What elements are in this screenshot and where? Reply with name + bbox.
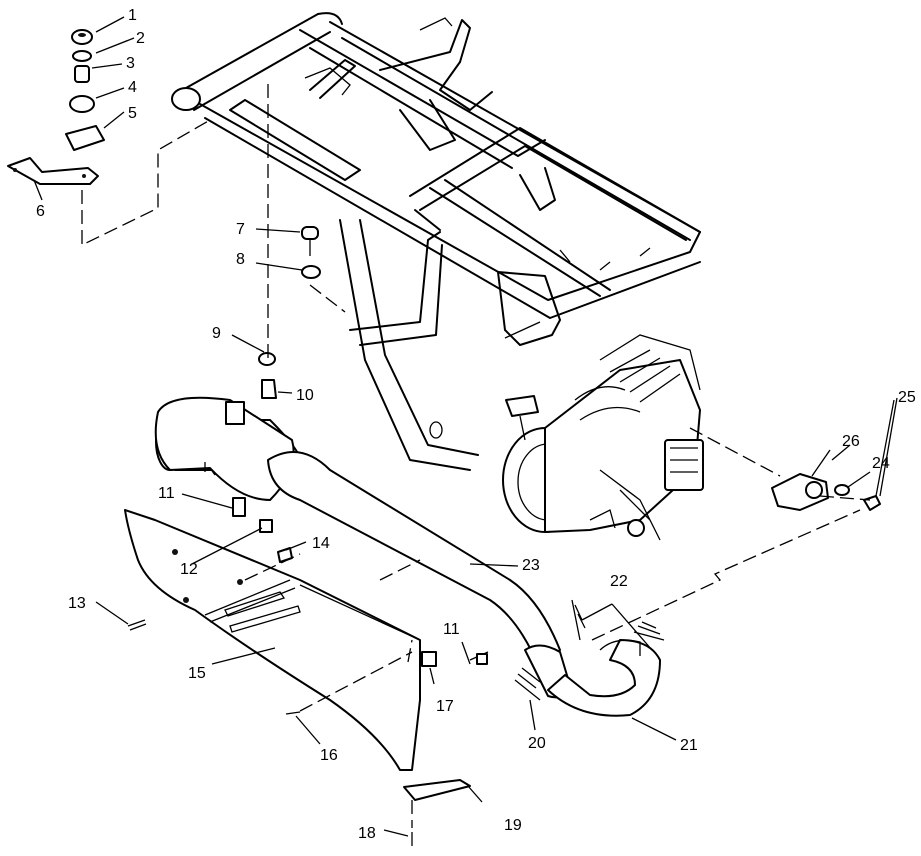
exhaust-flange-parts	[771, 473, 881, 511]
head-pipe	[267, 451, 661, 717]
callout-3: 3	[126, 55, 135, 72]
callout-6: 6	[36, 203, 45, 220]
callout-10: 10	[296, 387, 314, 404]
heat-shield	[124, 509, 421, 771]
callout-24: 24	[872, 455, 890, 472]
callout-14: 14	[312, 535, 330, 552]
callout-18: 18	[358, 825, 376, 842]
callout-12: 12	[180, 561, 198, 578]
callout-15: 15	[188, 665, 206, 682]
callout-17: 17	[436, 698, 454, 715]
mount-stack-parts	[7, 29, 105, 185]
callout-21: 21	[680, 737, 698, 754]
callout-20: 20	[528, 735, 546, 752]
callout-9: 9	[212, 325, 221, 342]
callout-2: 2	[136, 30, 145, 47]
callout-26: 26	[842, 433, 860, 450]
callout-25: 25	[898, 389, 916, 406]
callout-16: 16	[320, 747, 338, 764]
callout-11-right: 11	[443, 621, 460, 638]
engine-assembly	[502, 334, 704, 541]
callout-13: 13	[68, 595, 86, 612]
callout-22: 22	[610, 573, 628, 590]
callout-labels: 1 2 3 4 5 6 7 8 9 10 11 11 12 13 14 15 1…	[36, 7, 916, 842]
callout-4: 4	[128, 79, 137, 96]
callout-11-left: 11	[158, 485, 175, 502]
callout-5: 5	[128, 105, 137, 122]
callout-7: 7	[236, 221, 245, 238]
callout-23: 23	[522, 557, 540, 574]
vehicle-frame	[171, 12, 701, 471]
callout-8: 8	[236, 251, 245, 268]
callout-19: 19	[504, 817, 522, 834]
leader-lines	[33, 16, 898, 837]
callout-1: 1	[128, 7, 137, 24]
